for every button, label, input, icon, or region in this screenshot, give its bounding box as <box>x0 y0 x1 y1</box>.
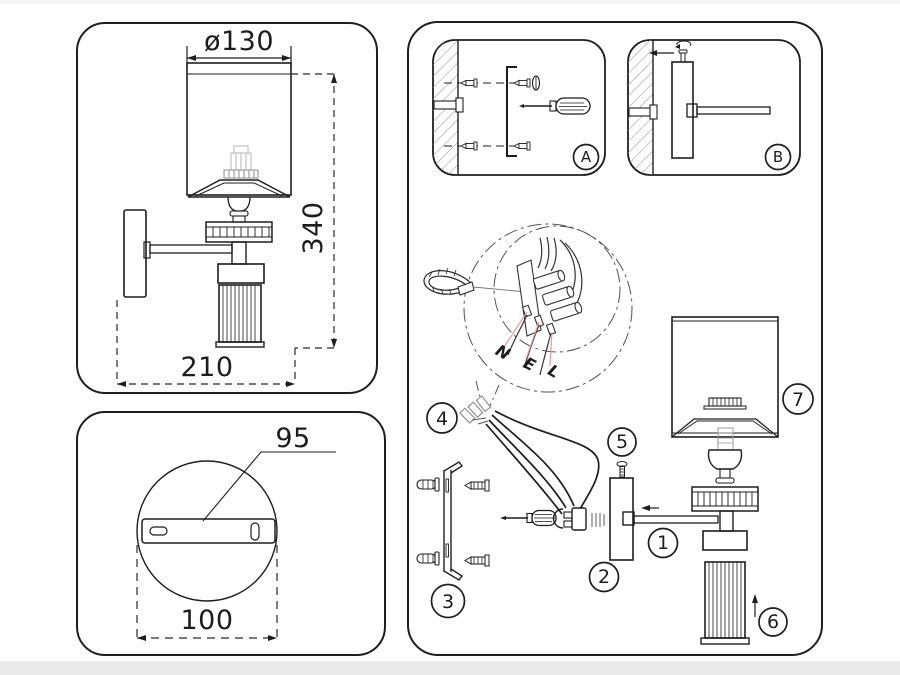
wall-anchors <box>416 477 440 566</box>
step-5-badge <box>607 427 637 457</box>
mounting-bar <box>141 518 276 544</box>
lamp-backplate <box>609 477 634 561</box>
install-panel-border <box>407 21 823 656</box>
step-1-badge <box>647 527 679 559</box>
panel-a-badge <box>572 143 600 171</box>
socket-gear-faint <box>223 169 259 179</box>
lamp-arm-rod <box>622 511 719 526</box>
screwdriver-mid <box>500 508 564 529</box>
screwdriver-a <box>519 97 591 115</box>
panel-b-label: B <box>773 148 783 166</box>
mounting-bracket <box>443 461 464 581</box>
exploded-knurled-ring <box>691 486 759 512</box>
step-4-badge <box>426 402 458 434</box>
spade-connector <box>459 395 492 425</box>
tiny-screws-a <box>459 78 531 151</box>
sub-panel-b: B <box>627 39 801 176</box>
plate-panel-border <box>76 411 386 656</box>
dashed-dimension-lines <box>116 73 335 385</box>
diffuser-disc <box>187 179 291 223</box>
wall-plate-and-arm <box>123 209 233 298</box>
bracket-profile-a <box>506 66 517 157</box>
bar-leader-line <box>202 451 336 522</box>
lamp-column <box>215 241 265 348</box>
dimension-panel-border <box>76 22 378 394</box>
exploded-lampshade <box>671 316 779 438</box>
height-label: 340 <box>298 201 329 254</box>
step-3-label: 3 <box>442 591 454 613</box>
bar-length-label: 95 <box>275 423 310 454</box>
plate-panel: 95 100 <box>76 411 386 656</box>
plate-diameter-label: 100 <box>180 605 233 636</box>
step-3-badge <box>430 583 466 619</box>
earth-wire-label: E <box>520 353 539 375</box>
step-2-badge <box>588 561 620 593</box>
neutral-wire-label: N <box>492 341 514 364</box>
width-label: 210 <box>180 352 233 383</box>
mounting-screws <box>464 479 490 567</box>
wall-circle <box>136 460 278 602</box>
sub-panel-a: A <box>432 39 606 176</box>
plate-screw <box>616 461 628 478</box>
exploded-socket <box>707 427 743 484</box>
rod-insert-arrow <box>641 505 659 511</box>
arm-rod-b <box>686 103 771 118</box>
step-6-badge <box>758 607 788 637</box>
step-2-label: 2 <box>598 566 610 588</box>
anchor-bar-in-wall-a <box>433 97 464 113</box>
step-1-label: 1 <box>657 532 669 554</box>
exploded-column <box>700 510 750 645</box>
top-screw-b <box>675 40 692 63</box>
plug-connector <box>563 507 605 531</box>
dimension-panel: ø130 <box>76 22 378 394</box>
install-panel: A <box>407 21 823 656</box>
step-6-label: 6 <box>767 611 779 633</box>
bulb-socket-faint <box>230 145 252 171</box>
wire-bundle <box>485 410 600 515</box>
live-wire-label: L <box>545 360 563 382</box>
column-up-arrow <box>752 594 758 617</box>
screw-slot <box>250 522 260 541</box>
c-clip <box>552 508 564 529</box>
backplate-b <box>671 61 694 159</box>
wall-anchor-a <box>531 75 541 91</box>
page-edge-top <box>0 0 900 4</box>
plate-dashed-dimension <box>136 545 278 639</box>
incoming-wires <box>537 236 557 272</box>
slide-left-arrow-b <box>649 50 674 56</box>
panel-b-badge <box>764 143 792 171</box>
panel-a-label: A <box>581 148 592 166</box>
step-4-label: 4 <box>436 408 448 430</box>
keyhole-slot <box>149 526 168 536</box>
step-7-badge <box>782 383 814 415</box>
wire-label-leaders <box>503 311 553 367</box>
cable-loop <box>423 267 528 296</box>
anchor-bar-in-wall-b <box>628 104 658 120</box>
page-edge-bottom <box>0 661 900 675</box>
knurled-ring <box>205 221 273 243</box>
step-5-label: 5 <box>616 431 628 453</box>
diameter-label: ø130 <box>204 26 274 57</box>
lampshade-side-view <box>186 62 292 196</box>
terminal-block <box>507 236 583 376</box>
screw-axis-lines-a <box>444 82 533 147</box>
step-7-label: 7 <box>792 389 804 411</box>
